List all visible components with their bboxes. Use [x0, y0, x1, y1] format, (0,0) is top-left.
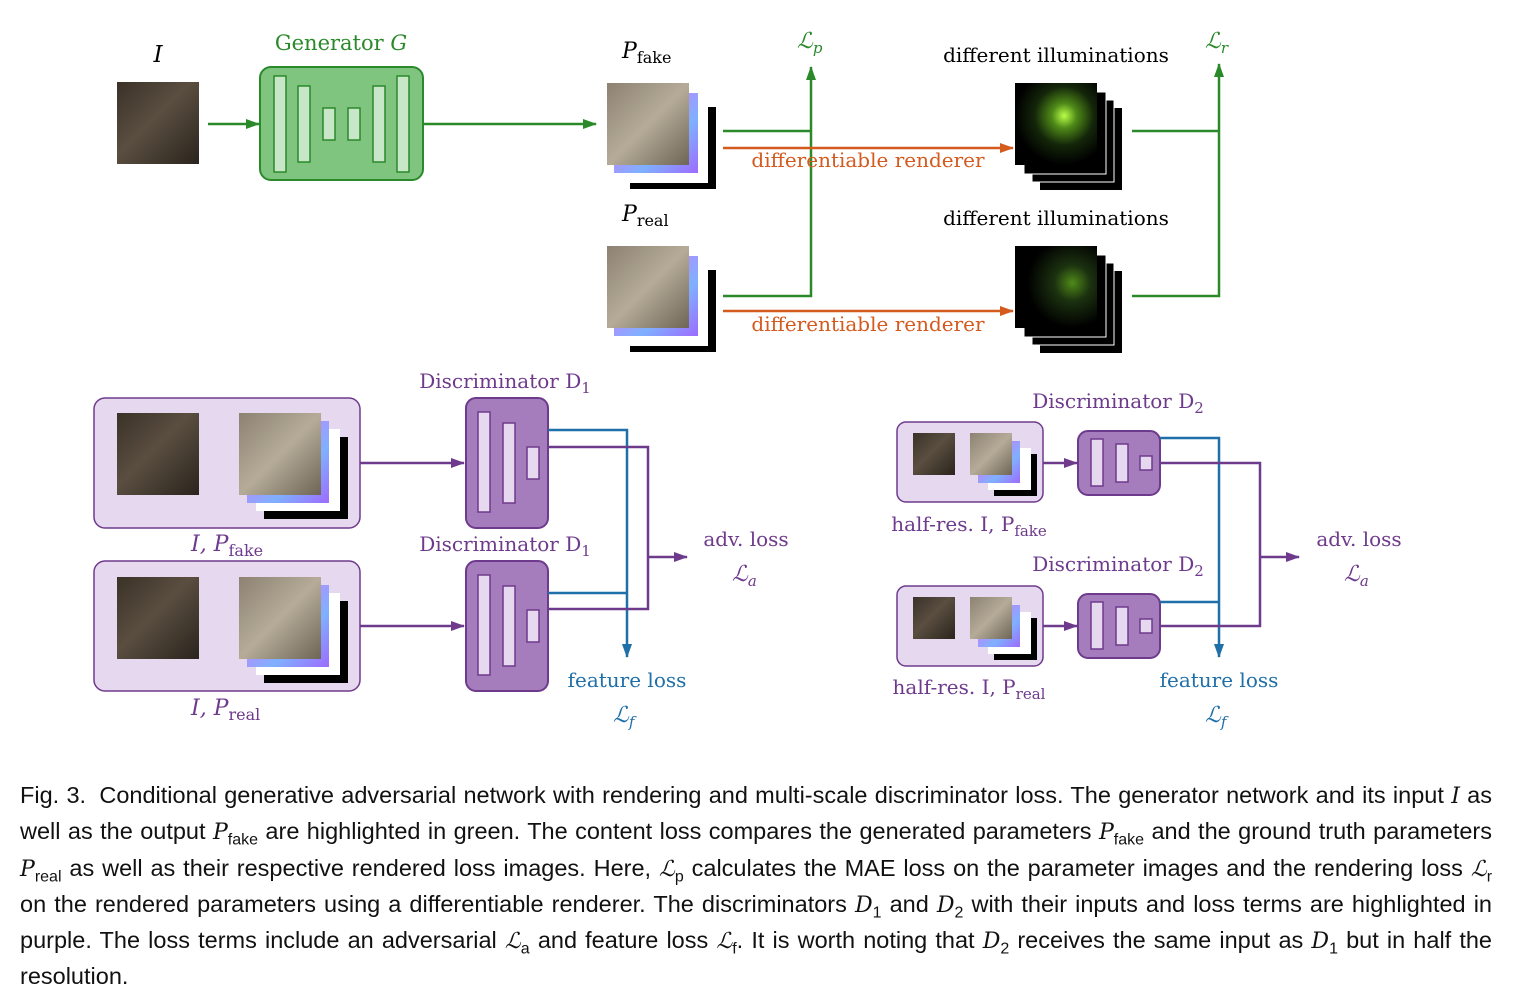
label-loss-f-left: ℒf — [613, 703, 637, 731]
caption-math-sub: r — [1486, 868, 1493, 886]
render-loss-lines — [1132, 63, 1224, 298]
label-d1-input-fake: I, Pfake — [190, 532, 263, 560]
caption-math: P — [212, 820, 228, 846]
caption-math-sub: 1 — [872, 904, 882, 922]
caption-math: ℒ — [716, 929, 733, 955]
d2-input-real-box — [896, 585, 1044, 667]
param-loss-lines — [723, 66, 816, 298]
label-d2-input-fake: half-res. I, Pfake — [891, 512, 1047, 540]
illum-stack-top — [1015, 83, 1122, 190]
caption-math: D — [936, 892, 955, 918]
label-adv-loss-right: adv. loss — [1316, 527, 1401, 551]
label-loss-a-right: ℒa — [1344, 562, 1369, 590]
discriminator-d1-bottom — [465, 560, 549, 692]
caption-math: ℒ — [504, 929, 521, 955]
caption-math-sub: 1 — [1329, 940, 1338, 958]
label-loss-f-right: ℒf — [1205, 703, 1229, 731]
caption-math: ℒ — [1470, 856, 1487, 882]
d1-adv-lines — [548, 445, 688, 611]
network-diagram: I Generator G Pfake Preal ℒp differenti — [93, 29, 1402, 731]
label-d1-top: Discriminator D1 — [419, 369, 591, 397]
label-illum-bottom: different illuminations — [943, 206, 1169, 230]
label-feature-loss-left: feature loss — [568, 668, 687, 692]
caption-text: and the ground truth parameters — [1144, 818, 1492, 845]
label-input-i: I — [152, 42, 163, 68]
caption-text: as well as their respective rendered los… — [61, 854, 659, 881]
caption-math: P — [1098, 820, 1114, 846]
caption-math: D — [1311, 929, 1330, 955]
d1-input-fake-box — [93, 397, 361, 529]
caption-text: are highlighted in green. The content lo… — [258, 818, 1099, 845]
caption-math-sub: fake — [227, 831, 259, 849]
label-feature-loss-right: feature loss — [1160, 668, 1279, 692]
caption-text: and feature loss — [529, 927, 717, 954]
caption-math: I — [1451, 784, 1460, 809]
renderer-label-bottom: differentiable renderer — [751, 312, 985, 336]
caption-math-sub: p — [674, 868, 684, 886]
label-d1-input-real: I, Preal — [190, 696, 260, 724]
label-p-real: Preal — [621, 202, 669, 230]
caption-math: D — [854, 892, 873, 918]
discriminator-d1-top — [465, 397, 549, 529]
renderer-label-top: differentiable renderer — [751, 148, 985, 172]
caption-math-sub: 2 — [954, 904, 964, 922]
caption-math-sub: real — [34, 868, 62, 886]
caption-text: receives the same input as — [1009, 927, 1312, 954]
caption-text: with their inputs and loss terms are hig… — [20, 890, 1492, 954]
discriminator-d2-bottom — [1077, 593, 1161, 659]
caption-figure-number: Fig. 3. — [20, 782, 87, 808]
label-d1-bottom: Discriminator D1 — [419, 532, 591, 560]
p-fake-stack — [607, 83, 716, 189]
illum-stack-bottom — [1015, 246, 1122, 353]
discriminator-d2-top — [1077, 430, 1161, 496]
caption-math-sub: f — [732, 940, 737, 958]
label-p-fake: Pfake — [621, 39, 671, 67]
d2-input-fake-box — [896, 421, 1044, 503]
caption-text: on the rendered parameters using a diffe… — [20, 890, 855, 917]
d2-feature-lines — [1160, 436, 1224, 658]
label-loss-r: ℒr — [1205, 29, 1229, 57]
d1-feature-lines — [548, 428, 632, 658]
caption-text: Conditional generative adversarial netwo… — [99, 782, 1452, 808]
caption-text: and — [881, 890, 937, 917]
caption-text: as well as the output — [20, 782, 1492, 845]
caption-math: P — [20, 856, 35, 882]
caption-text: . It is worth noting that — [736, 927, 983, 954]
label-d2-input-real: half-res. I, Preal — [893, 675, 1046, 703]
generator-title: Generator G — [275, 31, 407, 55]
caption-math-sub: 2 — [1000, 940, 1010, 958]
d2-adv-lines — [1160, 461, 1300, 628]
caption-math: D — [982, 929, 1001, 955]
label-loss-p: ℒp — [797, 29, 823, 57]
figure-caption: Fig. 3. Conditional generative adversari… — [20, 778, 1492, 994]
p-real-stack — [607, 246, 716, 352]
generator-block — [259, 66, 424, 181]
label-adv-loss-left: adv. loss — [703, 527, 788, 551]
caption-text: but in half the resolution. — [20, 927, 1492, 990]
label-illum-top: different illuminations — [943, 43, 1169, 67]
caption-text: calculates the MAE loss on the parameter… — [683, 854, 1471, 881]
caption-math-sub: a — [520, 940, 530, 958]
input-image-i — [117, 82, 199, 164]
label-loss-a-left: ℒa — [732, 562, 757, 590]
caption-math-sub: fake — [1113, 831, 1145, 849]
label-d2-top: Discriminator D2 — [1032, 389, 1204, 417]
label-d2-bottom: Discriminator D2 — [1032, 552, 1204, 580]
d1-input-real-box — [93, 560, 361, 692]
caption-math: ℒ — [658, 856, 675, 882]
